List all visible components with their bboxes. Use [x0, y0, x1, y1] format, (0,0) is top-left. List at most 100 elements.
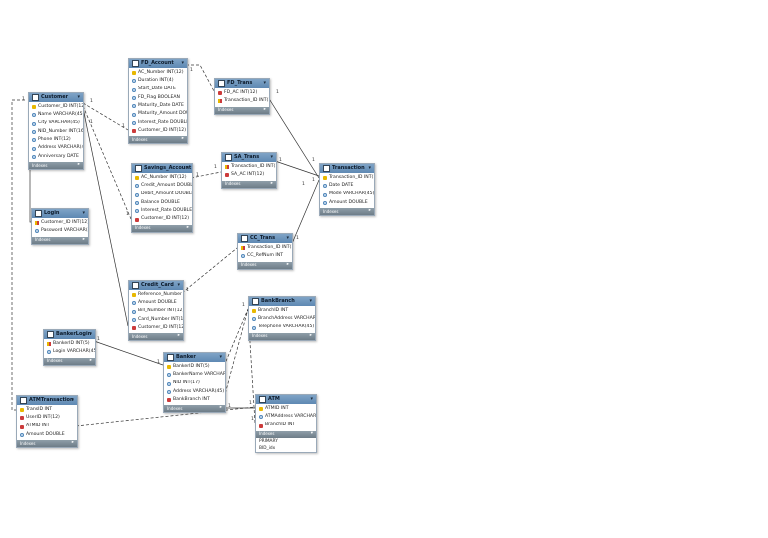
column-row[interactable]: BranchID INT [256, 422, 316, 430]
table-cc-trans[interactable]: CC_Trans▾Transaction_ID INT(12)CC_RefNum… [237, 233, 293, 270]
chevron-down-icon[interactable]: ▾ [270, 154, 273, 160]
indexes-bar[interactable]: Indexes▸ [29, 162, 83, 170]
table-header[interactable]: Savings_Account▾ [132, 164, 192, 173]
column-row[interactable]: Customer_ID INT(12) [32, 219, 88, 227]
relationship-line[interactable] [223, 308, 249, 399]
table-header[interactable]: FD_Trans▾ [215, 79, 269, 88]
column-row[interactable]: Customer_ID INT(12) [29, 103, 83, 111]
indexes-bar[interactable]: Indexes▸ [132, 224, 192, 232]
indexes-bar[interactable]: Indexes▸ [44, 357, 95, 365]
table-header[interactable]: ATM▾ [256, 395, 316, 404]
indexes-bar[interactable]: Indexes▸ [129, 136, 187, 144]
column-row[interactable]: TransID INT [17, 406, 77, 414]
column-row[interactable]: Start_Date DATE [129, 86, 187, 94]
chevron-right-icon[interactable]: ▸ [219, 405, 222, 411]
relationship-line[interactable] [93, 340, 164, 366]
chevron-down-icon[interactable]: ▾ [309, 298, 312, 304]
chevron-right-icon[interactable]: ▸ [177, 333, 180, 339]
column-row[interactable]: FD_Flag BOOLEAN [129, 94, 187, 102]
table-header[interactable]: BankerLogin▾ [44, 330, 95, 339]
table-savings-account[interactable]: Savings_Account▾AC_Number INT(12)Credit_… [131, 163, 193, 233]
chevron-right-icon[interactable]: ▸ [368, 208, 371, 214]
chevron-right-icon[interactable]: ▸ [186, 224, 189, 230]
indexes-bar[interactable]: Indexes▸ [17, 440, 77, 448]
chevron-down-icon[interactable]: ▾ [82, 210, 85, 216]
chevron-down-icon[interactable]: ▾ [310, 396, 313, 402]
table-header[interactable]: Login▾ [32, 209, 88, 218]
column-row[interactable]: Transaction_ID INT(12) [320, 174, 374, 182]
index-item[interactable]: PRIMARY [259, 438, 278, 444]
table-banker[interactable]: Banker▾BankerID INT(5)BankerName VARCHAR… [163, 352, 226, 414]
indexes-bar[interactable]: Indexes▸ [215, 106, 269, 114]
column-row[interactable]: Transaction_ID INT(12) [222, 163, 276, 171]
column-row[interactable]: Duration INT(4) [129, 77, 187, 85]
table-fd-account[interactable]: FD_Account▾AC_Number INT(12)Duration INT… [128, 58, 188, 145]
table-header[interactable]: SA_Trans▾ [222, 153, 276, 162]
chevron-right-icon[interactable]: ▸ [309, 332, 312, 338]
chevron-right-icon[interactable]: ▸ [82, 236, 85, 242]
column-row[interactable]: ATMID INT [17, 423, 77, 431]
table-header[interactable]: CC_Trans▾ [238, 234, 292, 243]
column-row[interactable]: Amount DOUBLE [129, 299, 183, 307]
column-row[interactable]: Name VARCHAR(45) [29, 111, 83, 119]
chevron-right-icon[interactable]: ▸ [89, 357, 92, 363]
relationship-line[interactable] [181, 247, 238, 294]
chevron-down-icon[interactable]: ▾ [219, 354, 222, 360]
column-row[interactable]: Bill_Number INT(12) [129, 308, 183, 316]
table-customer[interactable]: Customer▾Customer_ID INT(12)Name VARCHAR… [28, 92, 84, 171]
chevron-down-icon[interactable]: ▾ [177, 282, 180, 288]
column-row[interactable]: Amount DOUBLE [17, 431, 77, 439]
column-row[interactable]: BankerID INT(5) [44, 340, 95, 348]
relationship-line[interactable] [223, 308, 249, 367]
chevron-right-icon[interactable]: ▸ [286, 261, 289, 267]
column-row[interactable]: ATMID INT [256, 405, 316, 413]
relationship-line[interactable] [82, 107, 129, 327]
column-row[interactable]: NID INT(17) [164, 380, 225, 388]
column-row[interactable]: Amount DOUBLE [320, 199, 374, 207]
chevron-down-icon[interactable]: ▾ [186, 165, 189, 171]
table-bankerlogin[interactable]: BankerLogin▾BankerID INT(5)Login VARCHAR… [43, 329, 96, 366]
column-row[interactable]: Maturity_Date DATE [129, 102, 187, 110]
column-row[interactable]: Credit_Amount DOUBLE [132, 182, 192, 190]
chevron-down-icon[interactable]: ▾ [89, 331, 92, 337]
chevron-right-icon[interactable]: ▸ [71, 440, 74, 446]
table-transaction[interactable]: Transaction▾Transaction_ID INT(12)Date D… [319, 163, 375, 217]
column-row[interactable]: BranchID INT [249, 307, 315, 315]
table-header[interactable]: Customer▾ [29, 93, 83, 102]
chevron-right-icon[interactable]: ▸ [263, 106, 266, 112]
column-row[interactable]: Transaction_ID INT(12) [215, 97, 269, 105]
indexes-bar[interactable]: Indexes▸ [32, 236, 88, 244]
table-fd-trans[interactable]: FD_Trans▾FD_AC INT(12)Transaction_ID INT… [214, 78, 270, 115]
chevron-right-icon[interactable]: ▸ [270, 180, 273, 186]
table-header[interactable]: BankBranch▾ [249, 297, 315, 306]
column-row[interactable]: NID_Number INT(16) [29, 128, 83, 136]
table-header[interactable]: Credit_Card▾ [129, 281, 183, 290]
indexes-bar[interactable]: Indexes▸ [249, 332, 315, 340]
chevron-down-icon[interactable]: ▾ [368, 165, 371, 171]
column-row[interactable]: BankerID INT(5) [164, 363, 225, 371]
table-login[interactable]: Login▾Customer_ID INT(12)Password VARCHA… [31, 208, 89, 245]
column-row[interactable]: Transaction_ID INT(12) [238, 244, 292, 252]
column-row[interactable]: SA_AC INT(12) [222, 171, 276, 179]
table-sa-trans[interactable]: SA_Trans▾Transaction_ID INT(12)SA_AC INT… [221, 152, 277, 189]
column-row[interactable]: Debit_Amount DOUBLE [132, 191, 192, 199]
indexes-bar[interactable]: Indexes▸ [238, 261, 292, 269]
chevron-down-icon[interactable]: ▾ [286, 235, 289, 241]
column-row[interactable]: BranchAddress VARCHAR(45) [249, 315, 315, 323]
chevron-down-icon[interactable]: ▾ [263, 80, 266, 86]
chevron-right-icon[interactable]: ▸ [181, 136, 184, 142]
column-row[interactable]: BankBranch INT [164, 396, 225, 404]
column-row[interactable]: Card_Number INT(12) [129, 316, 183, 324]
column-row[interactable]: Phone INT(12) [29, 136, 83, 144]
column-row[interactable]: Date DATE [320, 182, 374, 190]
relationship-line[interactable] [11, 99, 25, 411]
indexes-bar[interactable]: Indexes▸ [320, 208, 374, 216]
column-row[interactable]: AC_Number INT(12) [129, 69, 187, 77]
column-row[interactable]: Customer_ID INT(12) [129, 324, 183, 332]
index-item[interactable]: BID_idx [259, 445, 276, 451]
table-header[interactable]: Transaction▾ [320, 164, 374, 173]
column-row[interactable]: ATMAddress VARCHAR(45) [256, 413, 316, 421]
column-row[interactable]: AC_Number INT(12) [132, 174, 192, 182]
